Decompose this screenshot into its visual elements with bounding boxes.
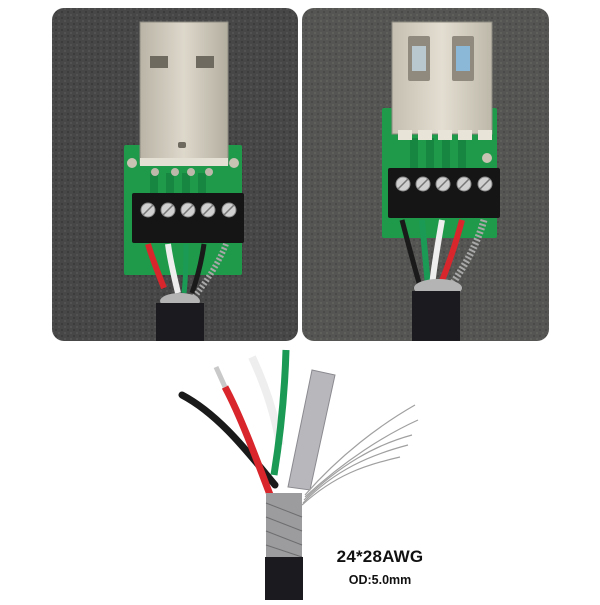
photo-usb-female-breakout: [302, 8, 549, 341]
usb-male-illustration: [52, 8, 298, 341]
spec-wire-gauge: 24*28AWG: [336, 547, 424, 566]
photo-usb-male-breakout: [52, 8, 298, 341]
usb-female-illustration: [302, 8, 549, 341]
stripped-cable-illustration: [178, 349, 419, 600]
photo-stripped-cable: [170, 345, 430, 600]
spec-outer-diameter: OD:5.0mm: [348, 573, 412, 587]
